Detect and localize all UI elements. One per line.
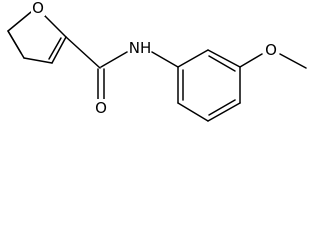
benzene-ring: [177, 49, 241, 122]
bond-furan-c4-c5-inner: [7, 30, 22, 54]
amide-group: [65, 36, 179, 100]
bond-furan-c2-c3-inner: [48, 37, 62, 60]
bond-furan-to-carbonyl: [65, 36, 101, 69]
bond-ring-1-2: [177, 49, 209, 68]
amide-nitrogen-label: NH: [129, 39, 152, 57]
bond-ring-to-ether-o: [239, 53, 263, 68]
bond-n-to-ring: [151, 51, 179, 68]
molecule-canvas: O O NH O: [7, 0, 307, 122]
bond-ring-2-3: [207, 49, 241, 68]
bond-ring-5-6: [177, 102, 209, 122]
structure-drawing: O O NH O: [7, 0, 307, 122]
furan-ring: [7, 11, 67, 64]
bond-furan-o-c2: [43, 14, 67, 38]
ether-oxygen-label: O: [265, 41, 277, 59]
furan-oxygen-label: O: [32, 0, 44, 17]
bond-carbonyl-to-n: [100, 51, 128, 68]
bond-furan-c5-o: [7, 11, 32, 32]
bond-ring-4-5-inner: [208, 99, 236, 116]
bond-ether-o-to-methyl: [279, 53, 307, 69]
bond-ring-2-3-inner: [208, 55, 236, 72]
bond-furan-c3-c4: [23, 57, 53, 64]
bond-furan-c2-c3: [51, 36, 67, 64]
carbonyl-oxygen-label: O: [95, 99, 107, 117]
atom-labels: O O NH O: [31, 0, 279, 117]
methoxy-group: [239, 53, 307, 69]
bond-ring-4-5: [207, 102, 241, 122]
